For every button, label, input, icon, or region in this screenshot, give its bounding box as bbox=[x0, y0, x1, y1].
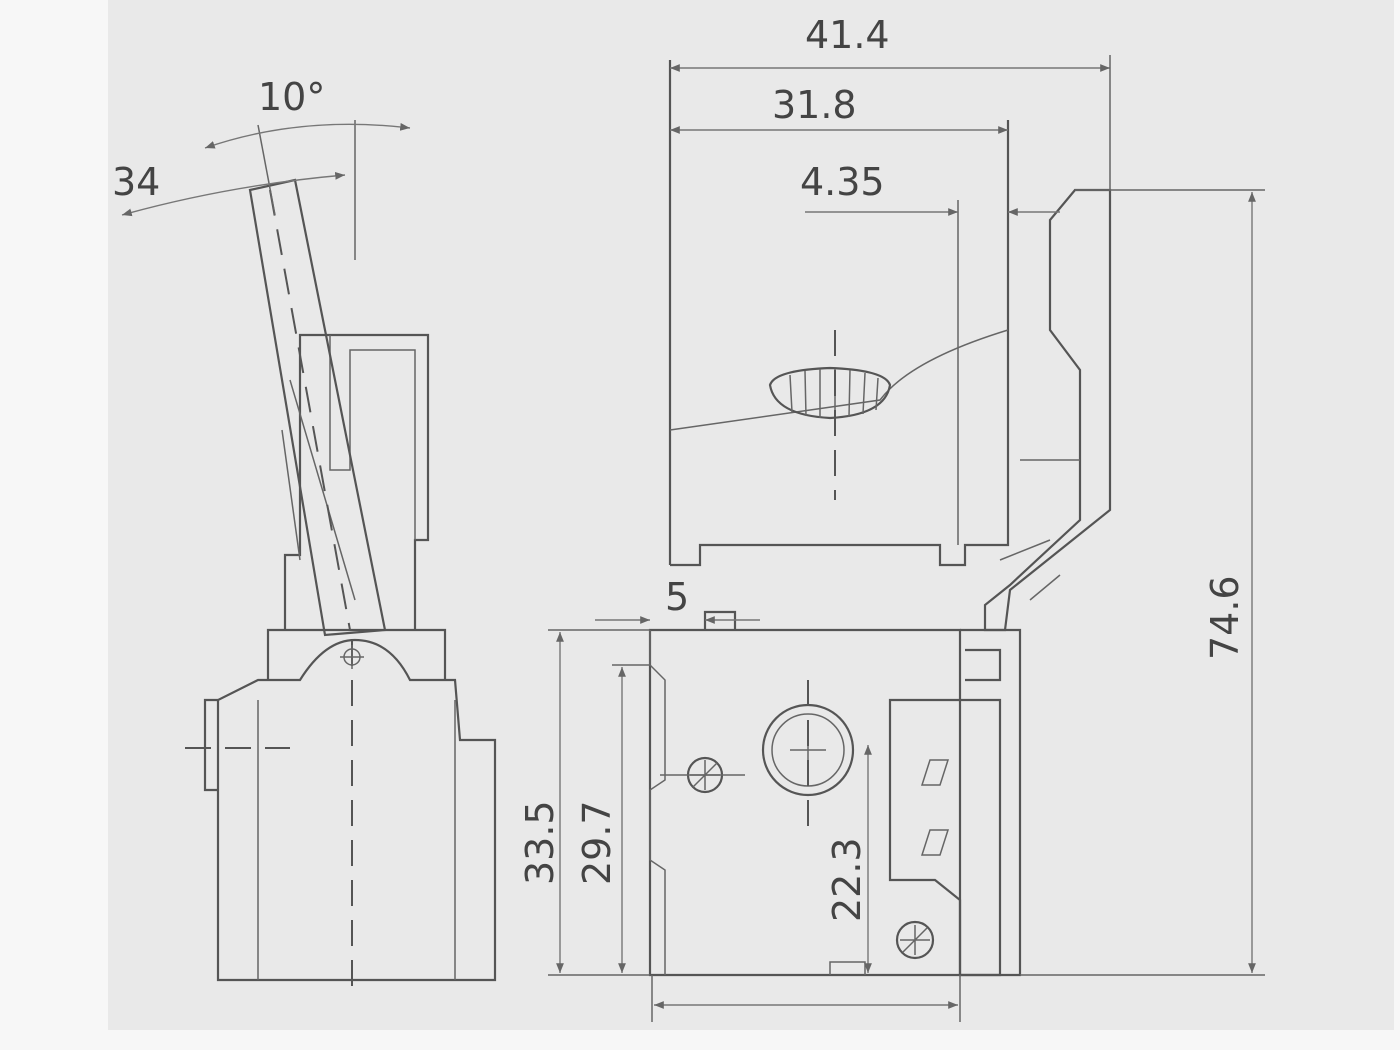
width-34-label: 34 bbox=[112, 160, 160, 204]
terminal-slot-2 bbox=[920, 829, 950, 856]
dim-41-4-label: 41.4 bbox=[805, 13, 890, 57]
dim-33-5-label: 33.5 bbox=[518, 800, 562, 885]
angle-dimension-arc bbox=[204, 122, 411, 149]
bottom-notch bbox=[829, 961, 866, 975]
dim-22-3-label: 22.3 bbox=[825, 837, 869, 922]
side-body-outline bbox=[216, 638, 497, 982]
screw-right-icon bbox=[895, 920, 935, 960]
speed-wheel-icon bbox=[768, 366, 892, 420]
side-left-tab bbox=[203, 698, 218, 792]
dim-29-7-label: 29.7 bbox=[575, 800, 619, 885]
dim-74-6-label: 74.6 bbox=[1203, 575, 1247, 660]
side-view: 10° 34 bbox=[112, 75, 497, 1000]
side-bracket-inner bbox=[329, 335, 416, 540]
terminal-slot-1 bbox=[920, 759, 950, 786]
front-lower-body bbox=[648, 610, 962, 977]
terminal-plate bbox=[888, 698, 1002, 977]
front-lower-left-profile bbox=[612, 630, 666, 975]
dim-4-35-label: 4.35 bbox=[800, 160, 885, 204]
dim-5-label: 5 bbox=[665, 575, 689, 619]
front-view: 41.4 31.8 4.35 74.6 5 33.5 29.7 22.3 bbox=[518, 13, 1265, 1022]
side-lever bbox=[248, 178, 387, 637]
dim-31-8-label: 31.8 bbox=[772, 83, 857, 127]
side-lever-inner bbox=[281, 379, 356, 601]
screw-right-slot bbox=[900, 925, 930, 955]
drawing-sheet bbox=[108, 0, 1394, 1030]
width-dimension-line bbox=[121, 171, 346, 217]
side-top-block bbox=[266, 628, 447, 680]
trigger-inner bbox=[999, 459, 1080, 601]
angle-lever-line bbox=[257, 124, 276, 216]
side-body-inner bbox=[257, 700, 456, 980]
front-upper-slope bbox=[669, 329, 1009, 431]
front-right-block bbox=[960, 628, 1022, 977]
side-bracket bbox=[283, 333, 430, 630]
trigger-outline bbox=[983, 188, 1112, 632]
angle-label: 10° bbox=[258, 75, 325, 119]
side-lever-centerline bbox=[269, 189, 351, 631]
front-upper-housing bbox=[668, 60, 1010, 567]
